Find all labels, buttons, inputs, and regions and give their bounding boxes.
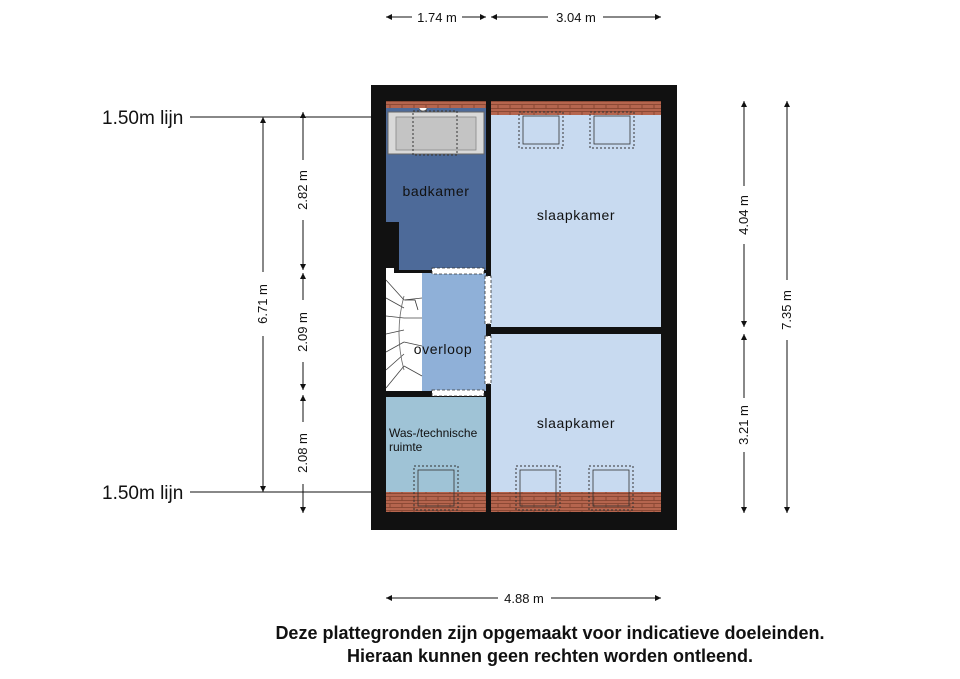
label-overloop: overloop (414, 341, 473, 357)
dimension-left-seg-top-label: 2.82 m (295, 170, 310, 210)
dimension-left-seg-bottom: 2.08 m (295, 395, 310, 513)
dimension-bottom: 4.88 m (386, 591, 661, 606)
roof-tiles-top-right (491, 101, 661, 115)
roof-tiles-top-left (386, 101, 486, 108)
dimension-right-seg-top: 4.04 m (736, 101, 751, 327)
roof-tiles-bottom-left (386, 492, 486, 512)
dimension-top-right-label: 3.04 m (556, 10, 596, 25)
dimension-top-right: 3.04 m (491, 10, 661, 25)
disclaimer-line2: Hieraan kunnen geen rechten worden ontle… (346, 646, 754, 666)
dimension-left-seg-mid-label: 2.09 m (295, 312, 310, 352)
dimension-top-left: 1.74 m (386, 10, 486, 25)
lijn-top-label: 1.50m lijn (102, 108, 183, 129)
roof-tiles-bottom-right (491, 492, 661, 512)
dimension-right-total: 7.35 m (779, 101, 794, 513)
gap-overloop-stair-top (386, 268, 394, 274)
door-was-ruimte (431, 389, 485, 397)
label-slaapkamer-bottom: slaapkamer (537, 415, 615, 431)
roof-window-was-ruimte (413, 465, 459, 511)
door-slaapkamer-top (484, 275, 492, 325)
label-slaapkamer-top: slaapkamer (537, 207, 615, 223)
dimension-right-seg-bottom-label: 3.21 m (736, 405, 751, 445)
dimension-top-left-label: 1.74 m (417, 10, 457, 25)
dimension-right-seg-bottom: 3.21 m (736, 334, 751, 513)
disclaimer-line1: Deze plattegronden zijn opgemaakt voor i… (275, 623, 825, 643)
dimension-right-total-label: 7.35 m (779, 290, 794, 330)
roof-window-top-2 (589, 111, 635, 149)
dimension-left-seg-mid: 2.09 m (295, 273, 310, 390)
door-badkamer (431, 267, 485, 275)
door-slaapkamer-bottom (484, 335, 492, 385)
dimension-bottom-label: 4.88 m (504, 591, 544, 606)
bathroom-wall-niche (386, 222, 399, 270)
lijn-top: 1.50m lijn (102, 108, 371, 129)
roof-window-bottom-2 (588, 465, 634, 511)
label-was-ruimte-line1: Was-/technische (389, 426, 478, 440)
dimension-right-seg-top-label: 4.04 m (736, 195, 751, 235)
lijn-bottom: 1.50m lijn (102, 483, 371, 504)
bathtub-basin (395, 116, 477, 151)
stairwell (386, 273, 422, 391)
dimension-left-total-label: 6.71 m (255, 284, 270, 324)
lijn-bottom-label: 1.50m lijn (102, 483, 183, 504)
dimension-left-seg-top: 2.82 m (295, 112, 310, 270)
roof-window-top-1 (518, 111, 564, 149)
roof-window-bottom-1 (515, 465, 561, 511)
label-was-ruimte-line2: ruimte (389, 440, 423, 454)
dimension-left-total: 6.71 m (255, 117, 270, 492)
room-overloop (422, 273, 486, 391)
dimension-left-seg-bottom-label: 2.08 m (295, 433, 310, 473)
label-badkamer: badkamer (402, 183, 469, 199)
staircase (385, 279, 423, 389)
bathtub-window-outline (412, 110, 458, 156)
